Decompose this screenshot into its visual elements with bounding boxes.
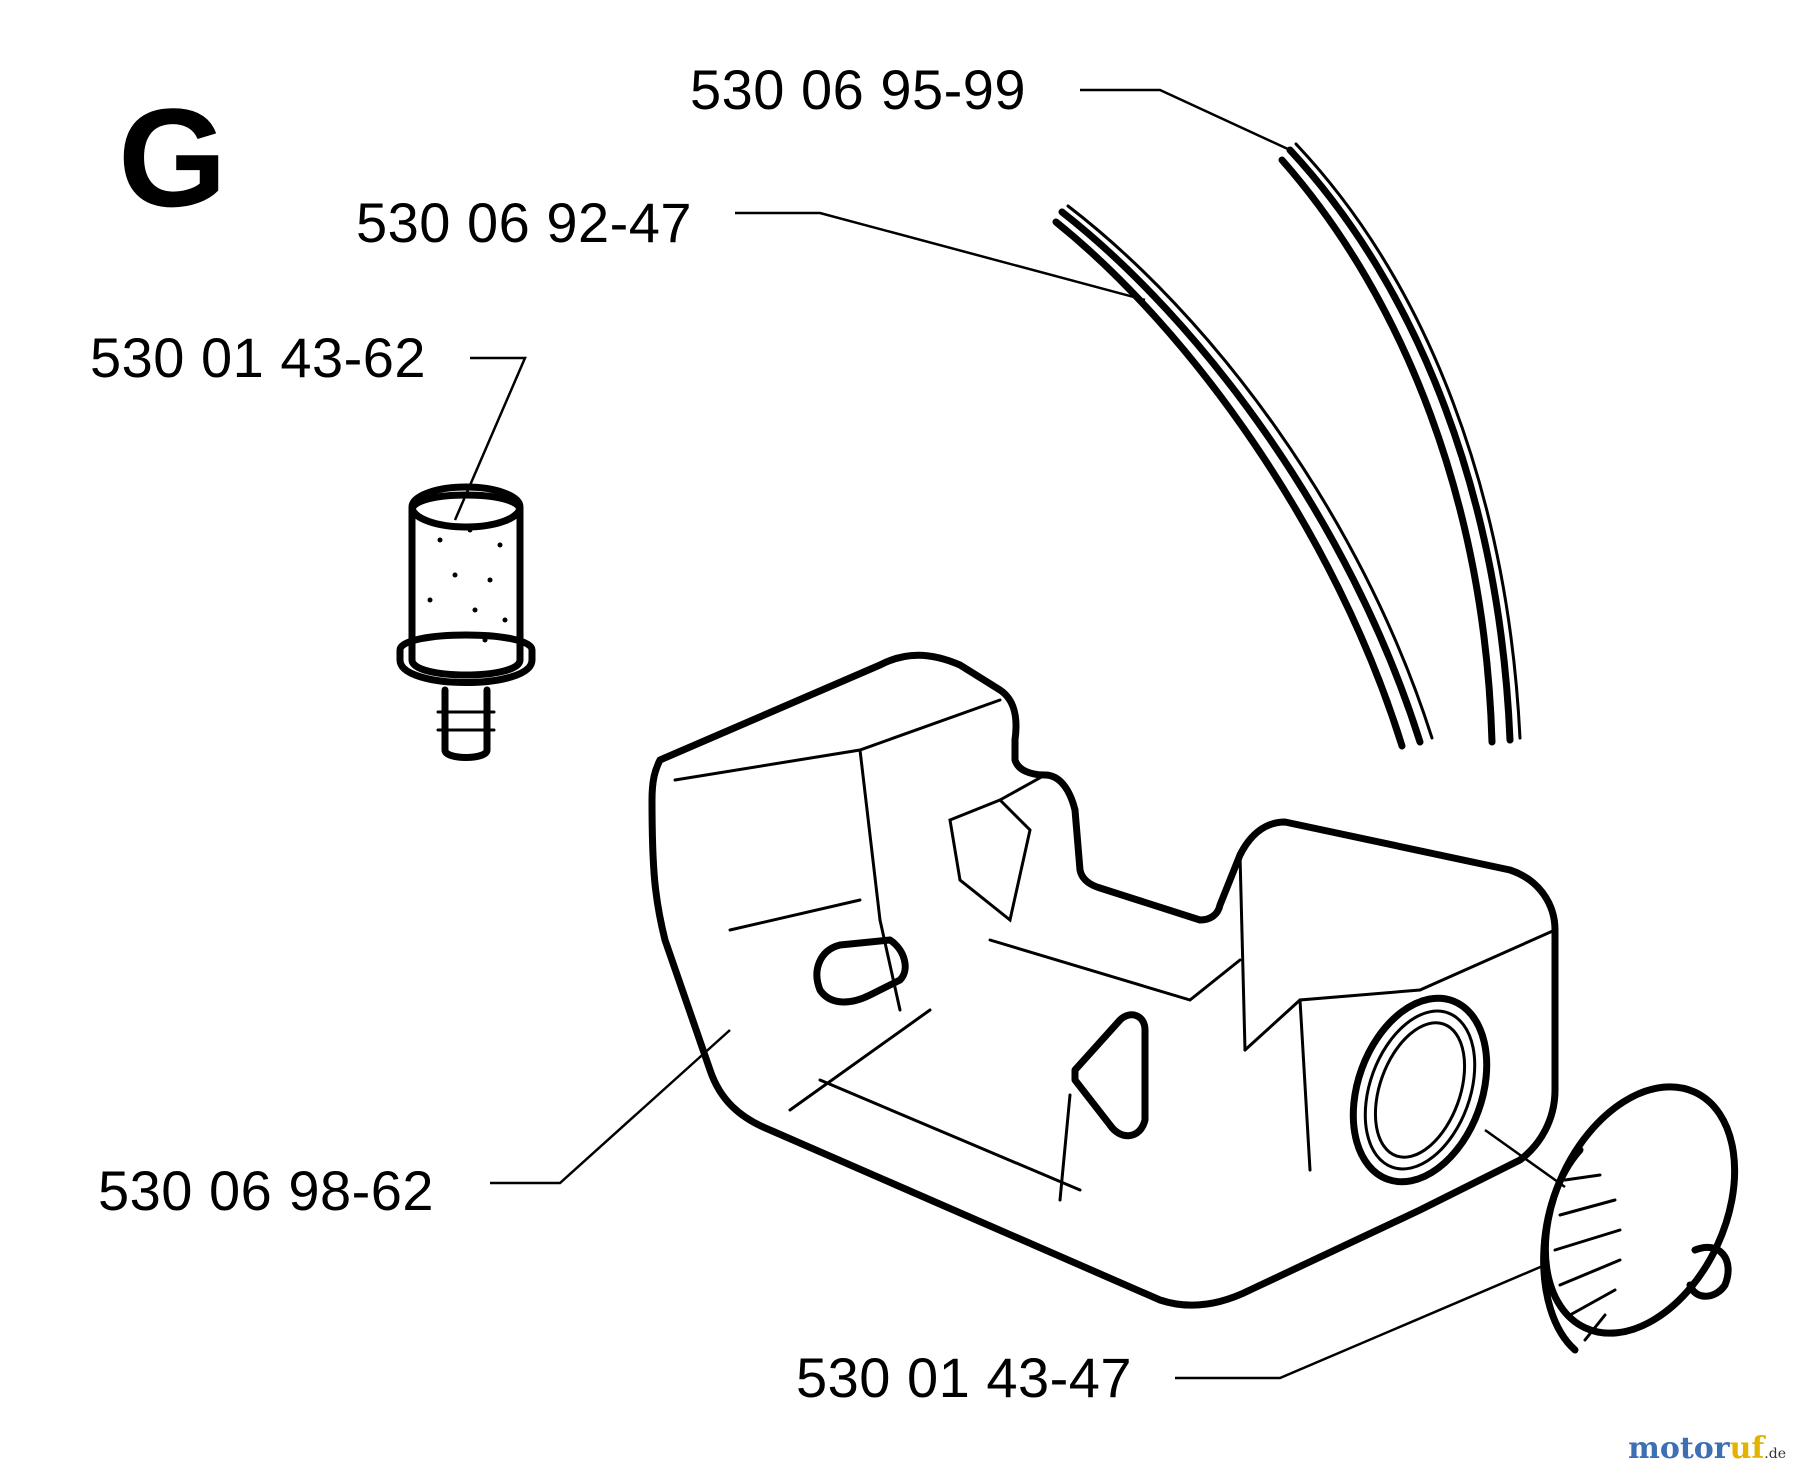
fuel-tank — [648, 651, 1559, 1309]
watermark-suffix: .de — [1764, 1446, 1786, 1462]
part-label-530-01-43-62: 530 01 43-62 — [90, 326, 427, 389]
part-label-530-06-92-47: 530 06 92-47 — [356, 191, 693, 254]
leader-cap-to-tank — [1484, 1128, 1566, 1189]
leader-530-06-92-47 — [735, 211, 1146, 302]
fuel-hose-short — [1052, 204, 1434, 750]
watermark-brand-b: uf — [1729, 1431, 1765, 1466]
leader-530-06-95-99 — [1080, 88, 1291, 152]
leader-530-01-43-62 — [453, 356, 527, 521]
leader-lines — [453, 88, 1566, 1380]
fuel-filter — [396, 483, 536, 761]
section-letter: G — [118, 79, 227, 236]
watermark-logo: motoruf.de — [1628, 1434, 1786, 1464]
leader-530-01-43-47 — [1175, 1263, 1546, 1380]
tank-cap — [1540, 1083, 1739, 1354]
part-label-530-01-43-47: 530 01 43-47 — [796, 1346, 1133, 1409]
part-label-530-06-95-99: 530 06 95-99 — [690, 58, 1027, 121]
fuel-hose-long — [1278, 142, 1522, 746]
part-label-530-06-98-62: 530 06 98-62 — [98, 1159, 435, 1222]
watermark-brand-a: motor — [1628, 1431, 1730, 1466]
leader-530-06-98-62 — [490, 1029, 731, 1185]
